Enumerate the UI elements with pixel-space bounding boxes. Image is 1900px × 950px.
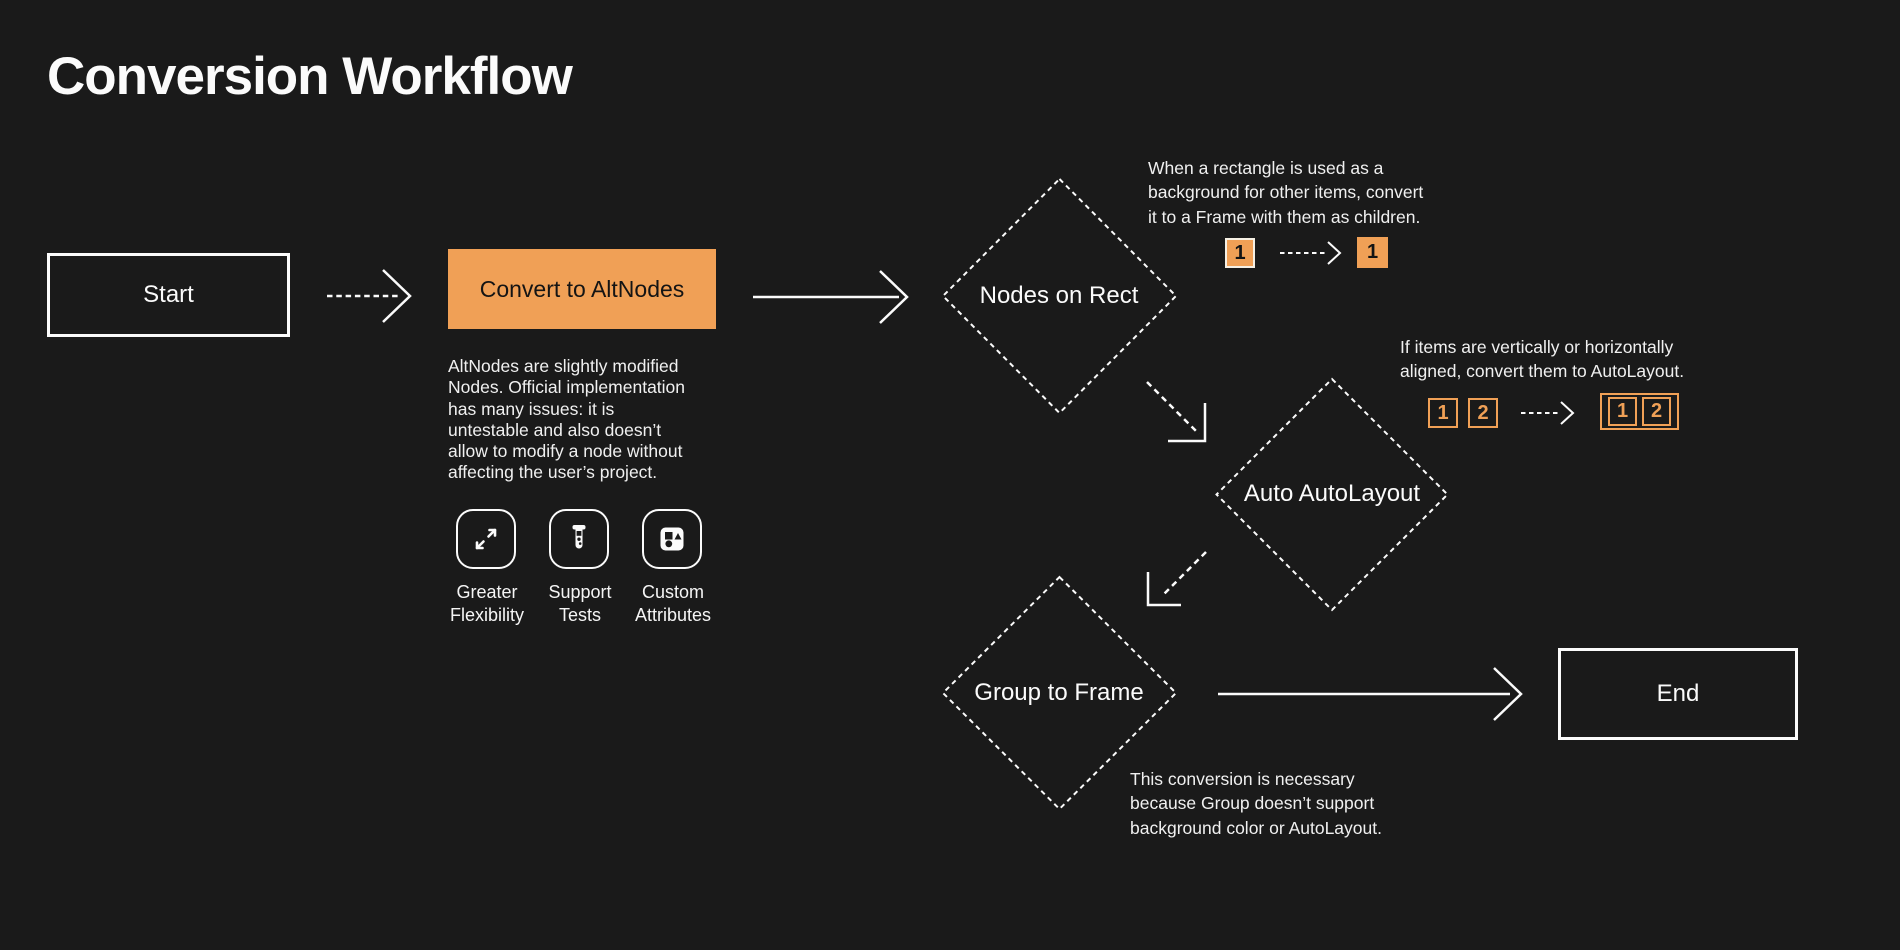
autolayout-annotation: If items are vertically or horizontally … (1400, 337, 1685, 382)
feature-label-flexibility: Greater Flexibility (449, 582, 524, 625)
mini-arrow-rect-note (1280, 241, 1342, 265)
autolayout-group-frame: 1 2 (1600, 393, 1679, 430)
test-tube-icon (572, 525, 586, 549)
grouped-item-1-chip: 1 (1608, 397, 1637, 426)
feature-tests (549, 509, 609, 569)
feature-flexibility (456, 509, 516, 569)
arrow-group-to-end (1218, 667, 1523, 721)
feature-label-attributes: Custom Attributes (634, 582, 712, 625)
expand-arrows-icon (475, 528, 497, 550)
group-annotation: This conversion is necessary because Gro… (1130, 769, 1382, 838)
node-auto-autolayout: Auto AutoLayout (1243, 480, 1421, 507)
page-title: Conversion Workflow (47, 47, 573, 106)
node-convert-to-altnodes: Convert to AltNodes (448, 249, 716, 329)
item-2-chip: 2 (1468, 398, 1498, 428)
node-end: End (1558, 648, 1798, 740)
node-start: Start (47, 253, 290, 337)
arrow-rect-to-auto (1146, 381, 1207, 443)
feature-label-tests: Support Tests (548, 582, 612, 625)
altnodes-line: affecting the user’s project. (448, 462, 658, 483)
shapes-icon (660, 527, 684, 551)
altnodes-line: has many issues: it is (448, 398, 615, 419)
node-end-label: End (1656, 680, 1700, 707)
altnodes-line: Nodes. Official implementation (448, 377, 686, 398)
arrow-auto-to-group (1146, 551, 1207, 607)
rect-annotation: When a rectangle is used as a background… (1148, 158, 1424, 227)
node-start-label: Start (143, 281, 194, 308)
feature-attributes (642, 509, 702, 569)
mini-arrow-auto-note (1521, 401, 1575, 425)
node-nodes-on-rect: Nodes on Rect (979, 282, 1139, 309)
arrow-convert-to-rect (753, 270, 909, 324)
altnodes-line: AltNodes are slightly modified (448, 356, 679, 376)
arrow-start-to-convert (327, 269, 412, 323)
frame-after-chip: 1 (1357, 237, 1388, 268)
node-convert-label: Convert to AltNodes (479, 275, 685, 302)
node-group-to-frame: Group to Frame (974, 679, 1144, 706)
item-1-chip: 1 (1428, 398, 1458, 428)
altnodes-description: AltNodes are slightly modified Nodes. Of… (448, 356, 685, 484)
altnodes-line: allow to modify a node without (448, 441, 683, 462)
grouped-item-2-chip: 2 (1642, 397, 1671, 426)
altnodes-line: untestable and also doesn’t (448, 419, 662, 440)
rect-before-chip: 1 (1225, 238, 1255, 268)
